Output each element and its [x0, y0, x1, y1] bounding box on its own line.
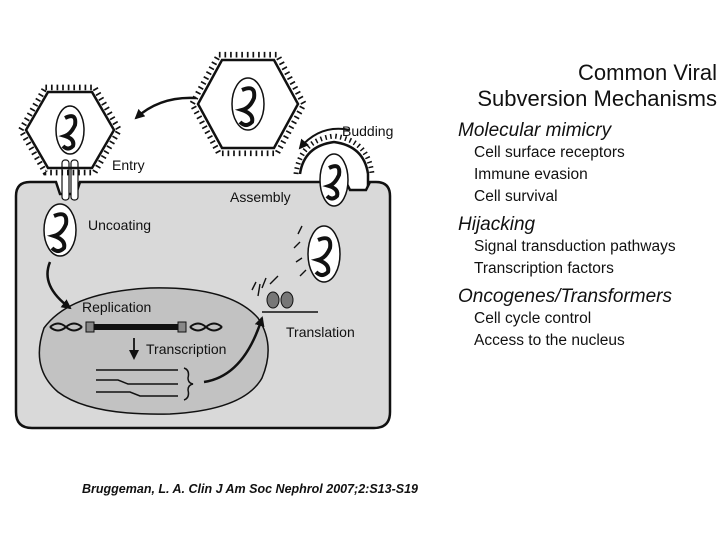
section-heading: Molecular mimicry — [458, 120, 612, 141]
citation: Bruggeman, L. A. Clin J Am Soc Nephrol 2… — [82, 482, 418, 496]
entering-virion — [17, 84, 123, 176]
section-item: Access to the nucleus — [474, 332, 625, 349]
budding-arrow — [298, 127, 351, 150]
section-oncogenes: Oncogenes/Transformers Cell cycle contro… — [432, 286, 717, 352]
section-item: Cell survival — [474, 188, 558, 205]
section-heading: Oncogenes/Transformers — [458, 286, 673, 307]
section-molecular-mimicry: Molecular mimicry Cell surface receptors… — [432, 120, 717, 208]
section-item: Transcription factors — [474, 260, 614, 277]
section-item: Signal transduction pathways — [474, 238, 676, 255]
label-translation: Translation — [286, 324, 355, 340]
panel-title-line2: Subversion Mechanisms — [477, 86, 717, 111]
panel-title-line1: Common Viral — [578, 60, 717, 85]
section-heading: Hijacking — [458, 214, 536, 235]
nucleus — [38, 287, 269, 415]
uncoating-arrow — [46, 261, 72, 310]
label-transcription: Transcription — [146, 341, 226, 357]
replication-genome — [49, 321, 223, 333]
section-item: Cell surface receptors — [474, 144, 625, 161]
assembly-particle — [293, 225, 341, 283]
label-entry: Entry — [112, 157, 145, 173]
ribosomes — [251, 275, 318, 313]
free-virion — [188, 51, 308, 157]
label-replication: Replication — [82, 299, 151, 315]
section-item: Cell cycle control — [474, 310, 592, 327]
label-budding: Budding — [342, 123, 393, 139]
mrna-transcripts — [96, 367, 194, 401]
attach-arrow — [134, 96, 197, 120]
section-hijacking: Hijacking Signal transduction pathways T… — [432, 214, 717, 280]
mechanisms-panel: Common Viral Subversion Mechanisms Molec… — [432, 60, 717, 352]
panel-title: Common Viral Subversion Mechanisms — [432, 60, 717, 112]
budding-virion — [293, 133, 375, 207]
label-assembly: Assembly — [230, 189, 291, 205]
uncoating-particle — [43, 203, 77, 257]
export-arrow — [203, 316, 265, 384]
label-uncoating: Uncoating — [88, 217, 151, 233]
section-item: Immune evasion — [474, 166, 588, 183]
